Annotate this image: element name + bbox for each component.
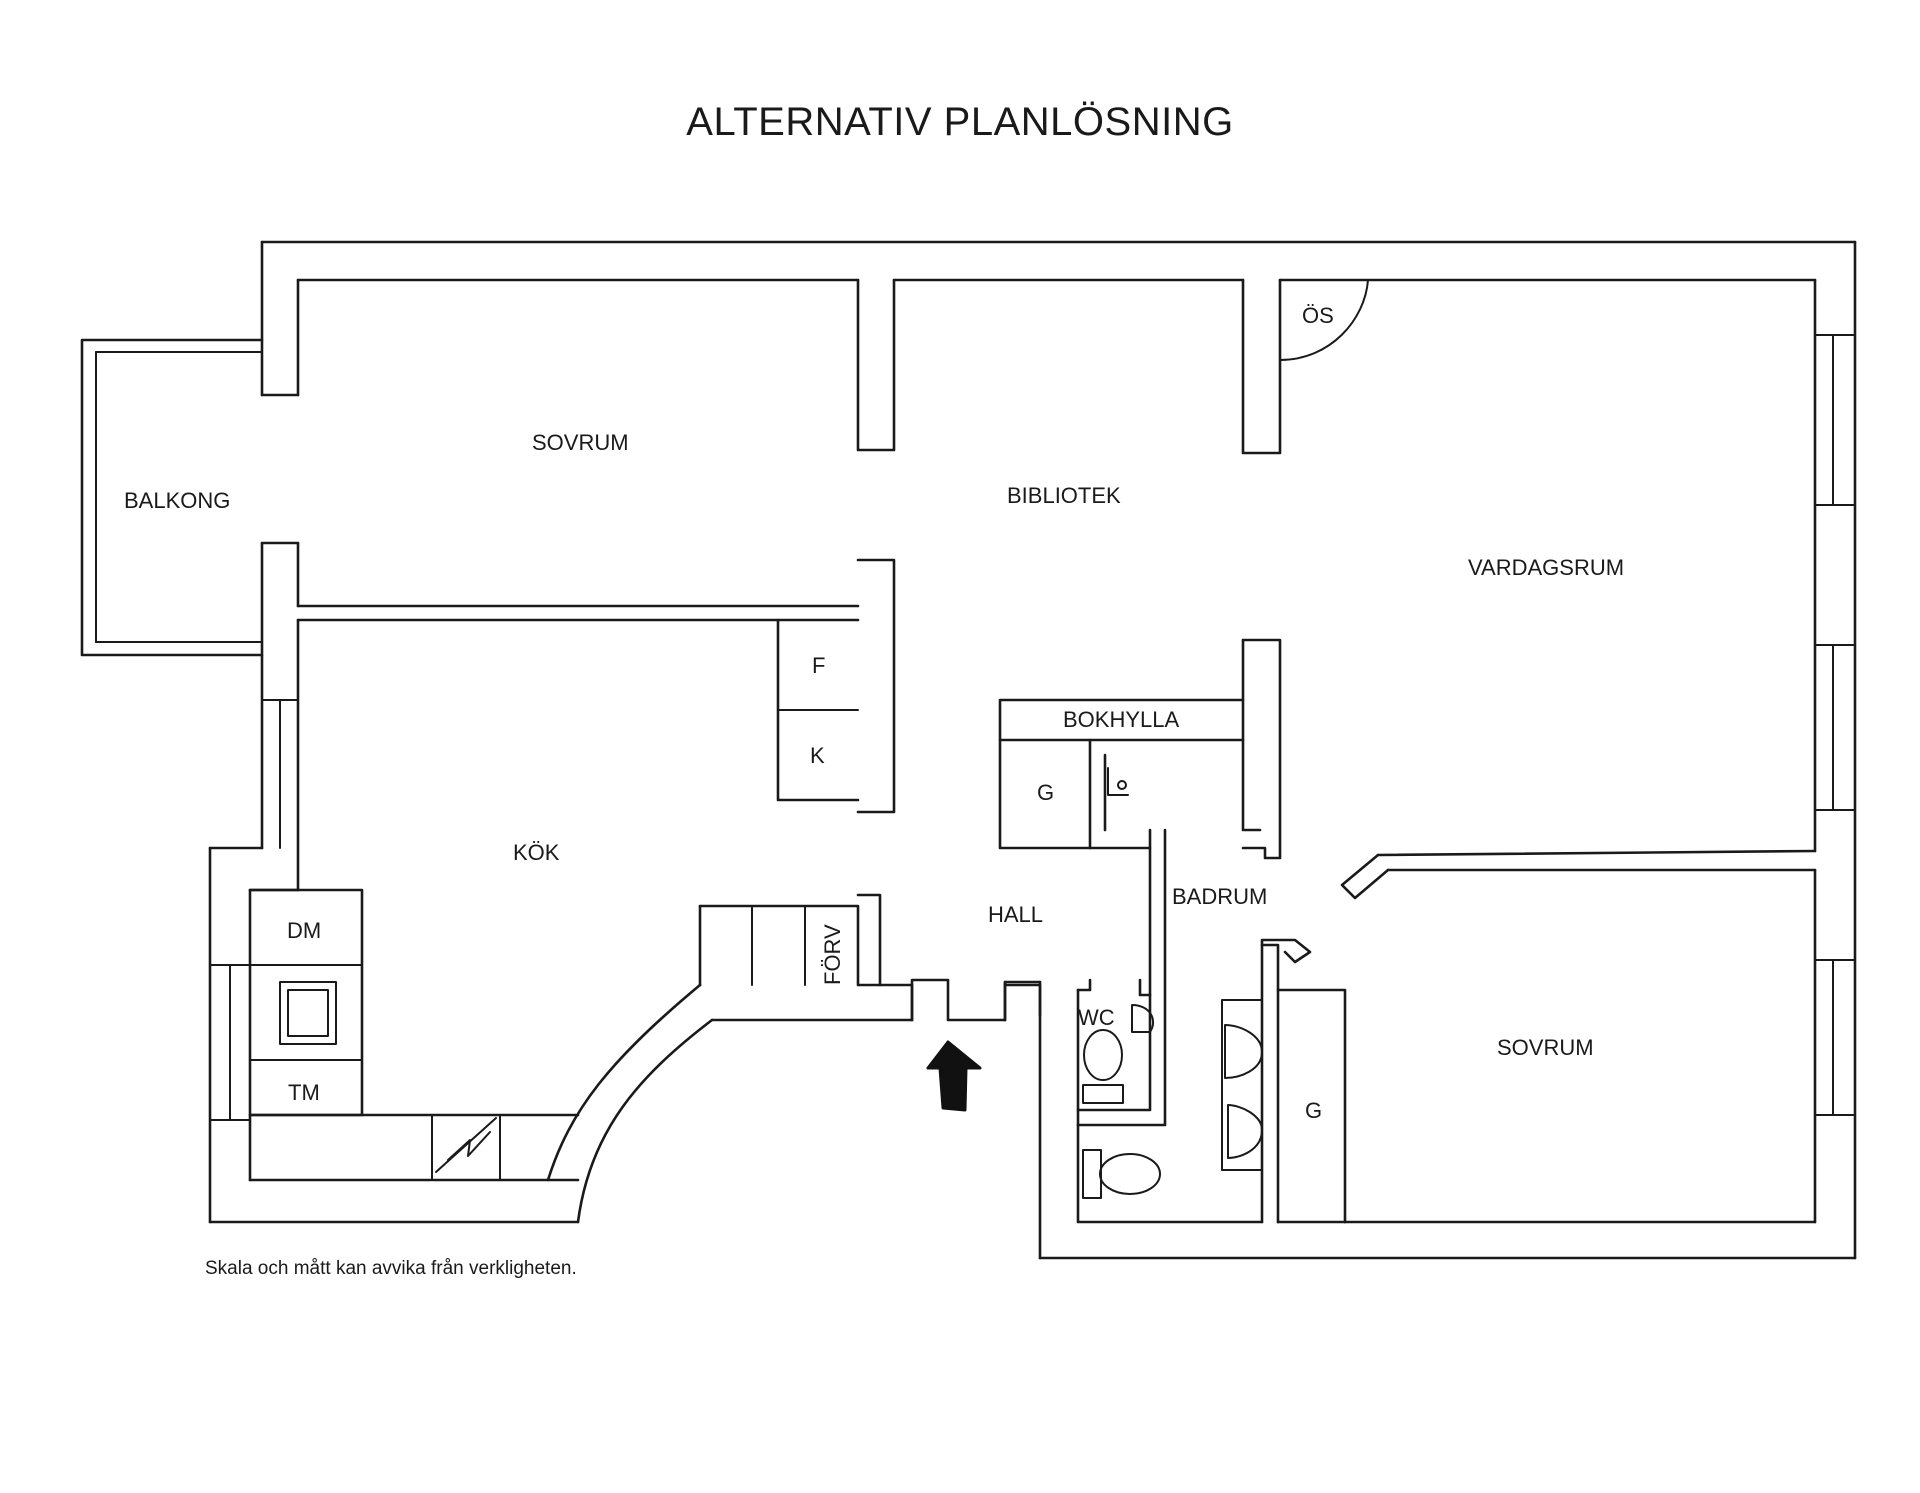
disclaimer-note: Skala och mått kan avvika från verklighe…	[205, 1258, 577, 1279]
label-f: F	[812, 653, 825, 678]
electric-panel-icon	[435, 1117, 497, 1173]
label-g-sovrum: G	[1305, 1098, 1322, 1123]
label-vardagsrum: VARDAGSRUM	[1468, 555, 1624, 580]
label-wc: WC	[1078, 1005, 1115, 1030]
label-hall: HALL	[988, 902, 1043, 927]
outer-walls	[208, 240, 1857, 1260]
label-dm: DM	[287, 918, 321, 943]
label-tm: TM	[288, 1080, 320, 1105]
plan-title: ALTERNATIV PLANLÖSNING	[686, 100, 1234, 144]
balcony	[80, 338, 264, 657]
entrance-arrow-icon	[926, 1040, 982, 1112]
label-forv: FÖRV	[820, 924, 845, 985]
label-balkong: BALKONG	[124, 488, 230, 513]
label-sovrum-right: SOVRUM	[1497, 1035, 1594, 1060]
label-k: K	[810, 743, 825, 768]
label-sovrum-left: SOVRUM	[532, 430, 629, 455]
label-badrum: BADRUM	[1172, 884, 1267, 909]
label-kok: KÖK	[513, 840, 560, 865]
label-bibliotek: BIBLIOTEK	[1007, 483, 1121, 508]
toilet-icon	[1082, 1029, 1161, 1199]
label-bokhylla: BOKHYLLA	[1063, 707, 1179, 732]
label-g-hall: G	[1037, 780, 1054, 805]
label-os: ÖS	[1302, 303, 1334, 328]
room-labels: BALKONG SOVRUM BIBLIOTEK ÖS VARDAGSRUM F…	[124, 303, 1624, 1123]
sink-icon	[1107, 767, 1263, 1171]
stove-icon	[279, 981, 337, 1045]
interior-walls	[248, 278, 1817, 1224]
